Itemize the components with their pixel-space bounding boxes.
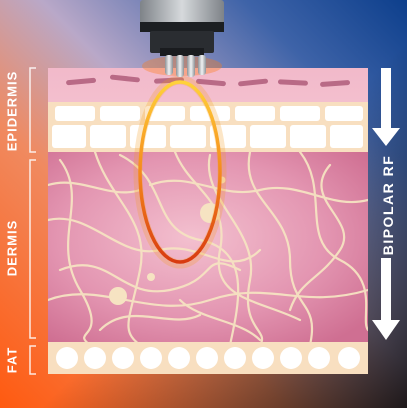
- fat-layer: [48, 342, 368, 374]
- dermis-bracket: [29, 159, 36, 339]
- dermis-label: DERMIS: [4, 219, 20, 277]
- fat-label: FAT: [4, 346, 20, 374]
- epidermis-bracket: [29, 67, 36, 153]
- down-arrow-icon: [372, 258, 400, 340]
- bipolar-rf-label: BIPOLAR RF: [380, 154, 396, 256]
- epidermis-label: EPIDERMIS: [4, 70, 20, 152]
- down-arrow-icon: [372, 68, 400, 146]
- epidermis-layer: [48, 68, 368, 152]
- bipolar-rf-applicator-icon: [140, 0, 224, 77]
- dermis-layer: [48, 152, 368, 342]
- fat-bracket: [29, 345, 36, 375]
